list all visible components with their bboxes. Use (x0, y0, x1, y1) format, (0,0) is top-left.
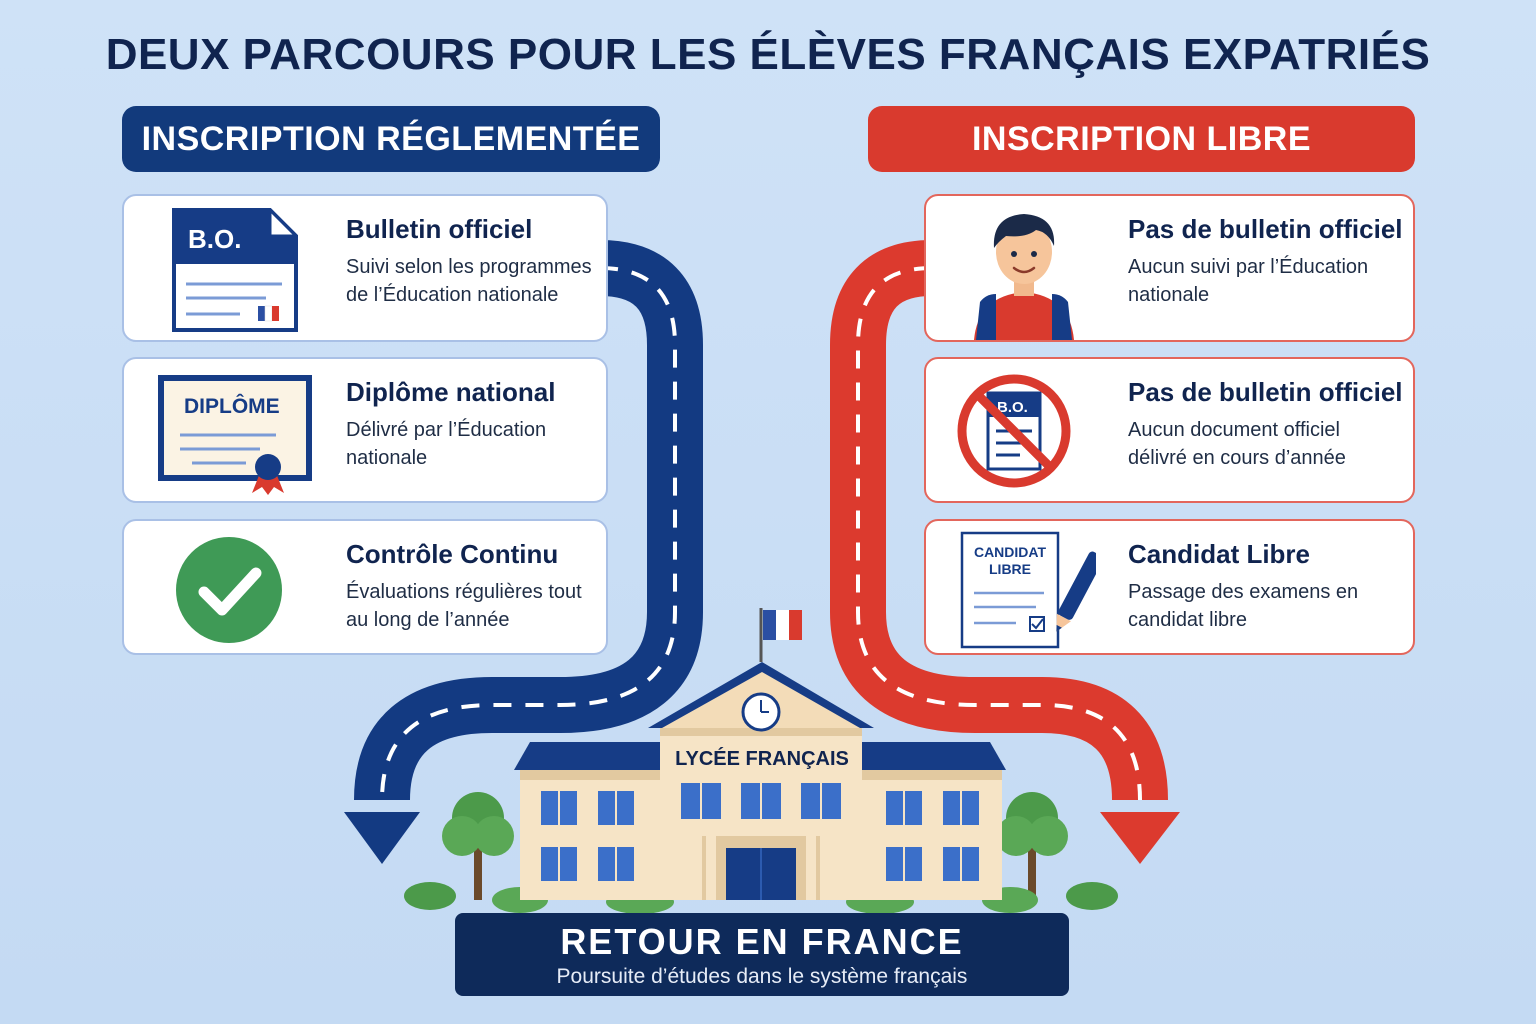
card-description: Évaluations régulières tout au long de l… (346, 581, 582, 631)
card-pas-de-bulletin-2: B.O. Pas de bulletin officiel Aucun docu… (924, 357, 1415, 503)
form-icon-text-2: LIBRE (989, 561, 1031, 577)
left-route-arrow (344, 240, 703, 864)
card-title: Contrôle Continu (346, 539, 559, 569)
bo-icon-text: B.O. (188, 224, 241, 254)
card-diplome-national: DIPLÔME Diplôme national Délivré par l’É… (122, 357, 608, 503)
card-pas-de-bulletin-1: Pas de bulletin officiel Aucun suivi par… (924, 194, 1415, 342)
card-description: Aucun document officiel délivré en cours… (1128, 419, 1346, 469)
page-title: DEUX PARCOURS POUR LES ÉLÈVES FRANÇAIS E… (105, 30, 1431, 79)
card-candidat-libre: CANDIDAT LIBRE Candidat Libre Passage de… (924, 519, 1415, 655)
footer-retour-en-france: RETOUR EN FRANCE Poursuite d’études dans… (455, 913, 1069, 996)
school-building: LYCÉE FRANÇAIS (514, 608, 1006, 900)
checkmark-icon (176, 537, 282, 643)
diploma-icon: DIPLÔME (158, 375, 312, 495)
card-controle-continu: Contrôle Continu Évaluations régulières … (122, 519, 608, 655)
card-title: Diplôme national (346, 377, 556, 407)
card-bulletin-officiel: B.O. Bulletin officiel Suivi selon les p… (122, 194, 608, 342)
header-inscription-libre: INSCRIPTION LIBRE (868, 106, 1415, 172)
card-description: Passage des examens en candidat libre (1128, 581, 1359, 631)
student-icon (974, 214, 1074, 340)
candidat-libre-form-icon: CANDIDAT LIBRE (960, 531, 1096, 649)
trees (404, 792, 1118, 914)
bulletin-document-icon: B.O. (172, 208, 298, 332)
school-label: LYCÉE FRANÇAIS (675, 747, 849, 770)
card-title: Pas de bulletin officiel (1128, 214, 1403, 244)
card-title: Pas de bulletin officiel (1128, 377, 1403, 407)
bo-icon-text: B.O. (997, 399, 1028, 416)
right-route-arrow (830, 240, 1180, 864)
card-title: Bulletin officiel (346, 214, 533, 244)
card-description: Suivi selon les programmes de l’Éducatio… (346, 256, 592, 306)
card-title: Candidat Libre (1128, 539, 1311, 569)
footer-subtitle: Poursuite d’études dans le système franç… (556, 965, 968, 988)
card-description: Aucun suivi par l’Éducation nationale (1128, 256, 1369, 306)
footer-title: RETOUR EN FRANCE (560, 921, 964, 962)
form-icon-text-1: CANDIDAT (974, 544, 1047, 560)
header-inscription-reglementee: INSCRIPTION RÉGLEMENTÉE (122, 106, 660, 172)
no-bulletin-icon: B.O. (957, 374, 1071, 488)
card-description: Délivré par l’Éducation nationale (346, 419, 547, 469)
diploma-icon-text: DIPLÔME (184, 394, 280, 418)
